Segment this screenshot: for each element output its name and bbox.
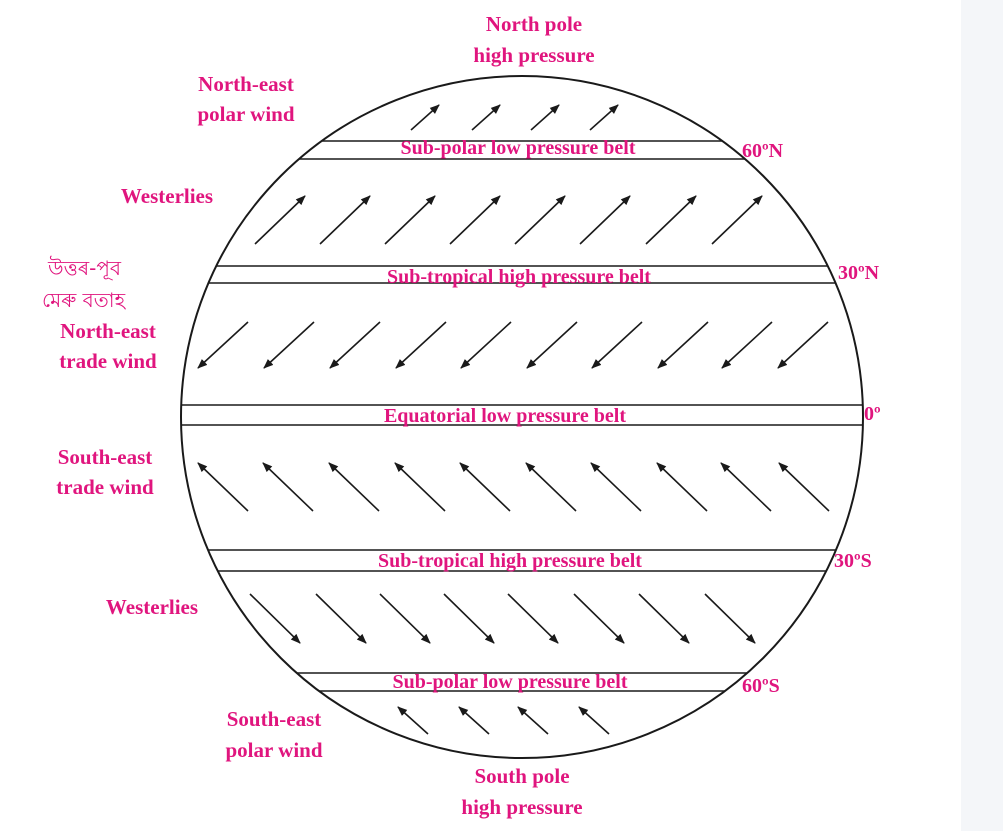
wind-arrow-se-trade-8 [656,462,708,512]
wind-arrow-westerlies-south-7 [638,593,690,644]
wind-arrow-ne-trade-7 [591,321,643,369]
wind-arrow-se-trade-2 [262,462,314,512]
wind-arrow-ne-polar-1 [410,104,440,131]
ne-polar-wind-label-line1: North-east [198,72,294,96]
wind-arrows [197,104,830,735]
pressure-belt-lines [181,140,863,692]
wind-arrow-ne-trade-9 [721,321,773,369]
north-pole-label-line2: high pressure [473,43,594,67]
latitude-label-30n: 30ºN [838,262,880,284]
wind-arrow-westerlies-north-7 [645,195,697,245]
wind-arrow-westerlies-north-1 [254,195,306,245]
belt-label-equator: Equatorial low pressure belt [384,405,626,427]
latitude-label-60s: 60ºS [742,675,780,697]
wind-arrow-ne-trade-4 [395,321,447,369]
se-trade-wind-label-line2: trade wind [56,475,154,499]
south-pole-label-line1: South pole [474,764,569,788]
globe-outline [180,75,864,759]
wind-arrow-ne-trade-2 [263,321,315,369]
wind-arrow-ne-trade-8 [657,321,709,369]
wind-arrow-se-trade-4 [394,462,446,512]
wind-arrow-se-trade-6 [525,462,577,512]
ne-trade-wind-label-line2: trade wind [59,349,157,373]
wind-arrow-ne-trade-10 [777,321,829,369]
wind-arrow-westerlies-south-8 [704,593,756,644]
wind-arrow-westerlies-south-3 [379,593,431,644]
belt-label-60n: Sub-polar low pressure belt [400,137,635,159]
wind-arrow-westerlies-south-6 [573,593,625,644]
wind-arrow-ne-trade-5 [460,321,512,369]
latitude-label-0: 0º [864,403,881,425]
wind-arrow-se-trade-5 [459,462,511,512]
wind-arrow-westerlies-south-1 [249,593,301,644]
westerlies-south-label: Westerlies [106,595,198,619]
wind-arrow-ne-polar-2 [471,104,501,131]
wind-arrow-ne-trade-3 [329,321,381,369]
belt-label-30s: Sub-tropical high pressure belt [378,550,642,572]
wind-arrow-se-trade-9 [720,462,772,512]
north-pole-label-line1: North pole [486,12,582,36]
wind-arrow-ne-polar-4 [589,104,619,131]
belt-label-60s: Sub-polar low pressure belt [392,671,627,693]
latitude-label-30s: 30ºS [834,550,872,572]
wind-arrow-se-trade-7 [590,462,642,512]
wind-arrow-westerlies-north-5 [514,195,566,245]
se-polar-wind-label-line2: polar wind [225,738,322,762]
wind-arrow-westerlies-north-8 [711,195,763,245]
ne-trade-wind-label-line1: North-east [60,319,156,343]
se-trade-wind-label-line1: South-east [58,445,153,469]
wind-arrow-ne-polar-3 [530,104,560,131]
ne-polar-wind-label-line2: polar wind [197,102,294,126]
wind-arrow-ne-trade-1 [197,321,249,369]
belt-label-30n: Sub-tropical high pressure belt [387,266,651,288]
south-pole-label-line2: high pressure [461,795,582,819]
assamese-label-line1: উত্তৰ-পূব [47,256,122,280]
wind-arrow-se-trade-1 [197,462,249,512]
latitude-label-60n: 60ºN [742,140,784,162]
wind-arrow-se-polar-4 [578,706,610,735]
wind-arrow-ne-trade-6 [526,321,578,369]
wind-arrow-westerlies-north-3 [384,195,436,245]
wind-arrow-se-trade-3 [328,462,380,512]
wind-arrow-se-polar-3 [517,706,549,735]
wind-arrow-westerlies-north-6 [579,195,631,245]
wind-arrow-westerlies-north-2 [319,195,371,245]
right-margin-strip [961,0,1003,831]
wind-arrow-westerlies-south-2 [315,593,367,644]
wind-arrow-se-polar-1 [397,706,429,735]
assamese-label-line2: মেৰু বতাহ [42,288,127,312]
wind-arrow-westerlies-north-4 [449,195,501,245]
wind-arrow-se-polar-2 [458,706,490,735]
wind-arrow-se-trade-10 [778,462,830,512]
wind-arrow-westerlies-south-4 [443,593,495,644]
se-polar-wind-label-line1: South-east [227,707,322,731]
westerlies-north-label: Westerlies [121,184,213,208]
wind-arrow-westerlies-south-5 [507,593,559,644]
